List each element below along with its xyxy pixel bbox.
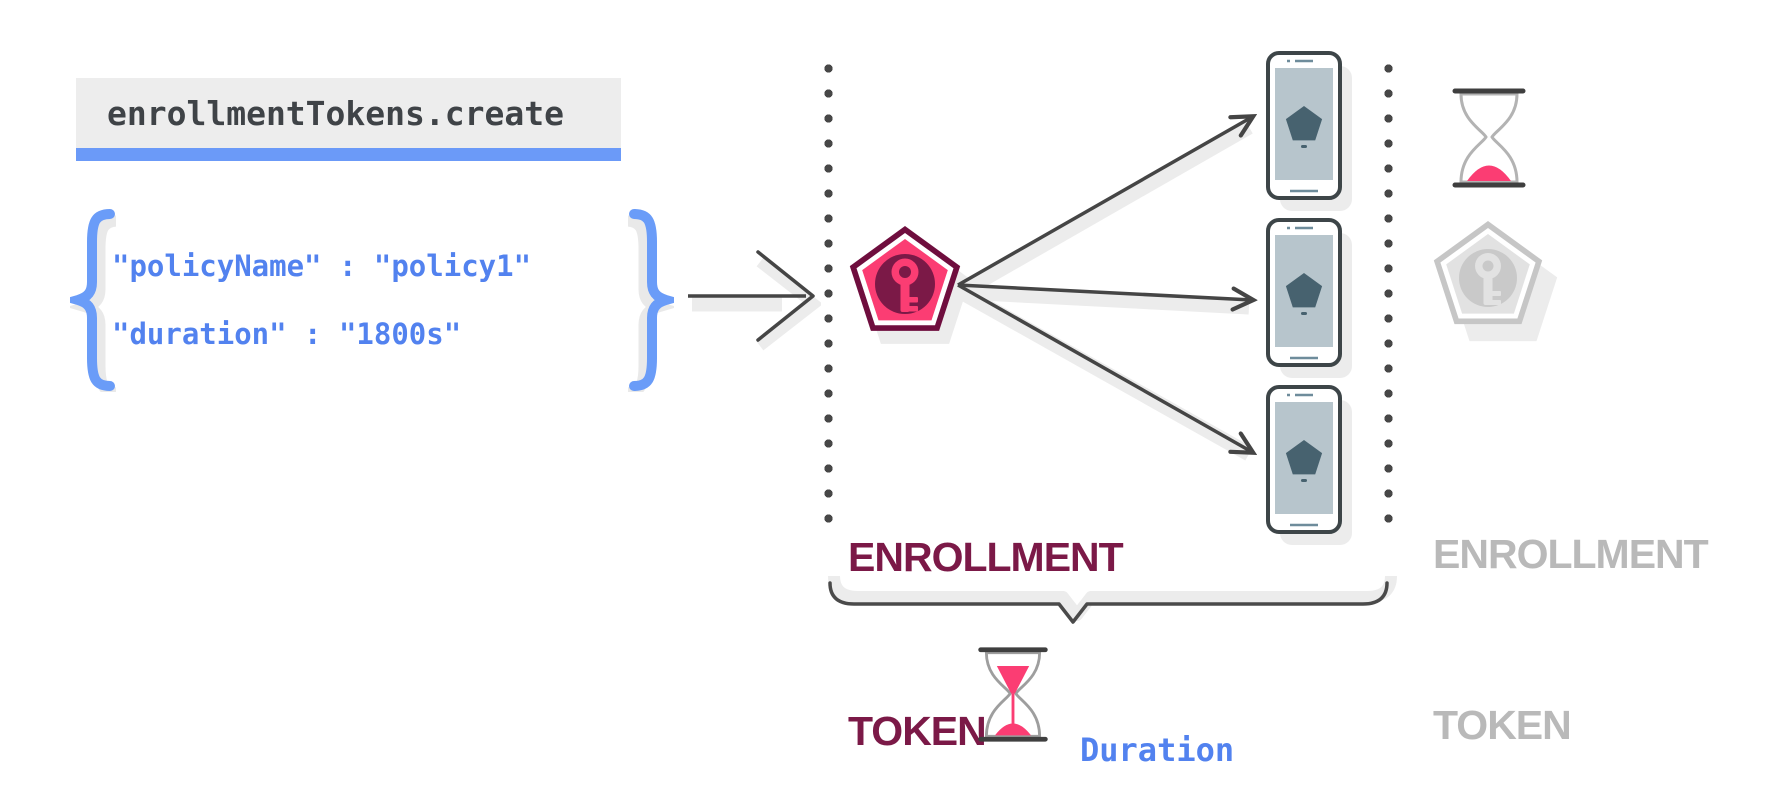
flow-arrow-icon [688,250,821,351]
device-phone-icon [1266,385,1352,545]
device-phone-icon [1266,218,1352,378]
expiry-caption-line2: TOKEN [1433,702,1572,748]
enrollment-token-key-pentagon-icon [849,226,971,344]
hourglass-expired-icon [1452,88,1526,188]
token-caption-line1: ENROLLMENT [848,534,1124,580]
token-caption: ENROLLMENT TOKEN [848,412,1124,795]
device-fan-arrows-icon [957,95,1270,461]
device-phone-icon [1266,51,1352,211]
token-caption-line2: TOKEN [848,708,987,754]
duration-caption: Duration 1800 seconds [1080,650,1311,795]
request-line-policy: "policyName" : "policy1" [112,249,532,283]
code-left-brace-icon [70,209,116,392]
hourglass-flowing-icon [978,647,1048,742]
request-line-duration: "duration" : "1800s" [112,317,462,351]
timeline-end-dotted-line [1384,64,1393,526]
device-phones-group [1266,51,1352,545]
key-pentagon-disabled-icon [1433,221,1558,342]
timeline-start-dotted-line [824,64,833,526]
duration-bracket-icon [828,575,1397,624]
api-method-label: enrollmentTokens.create [107,93,564,133]
api-method-box: enrollmentTokens.create [76,78,621,161]
code-right-brace-icon [628,209,674,392]
duration-caption-line1: Duration [1080,731,1235,769]
expiry-caption: ENROLLMENT TOKEN EXPIRES [1433,412,1709,795]
expiry-caption-line1: ENROLLMENT [1433,531,1709,577]
